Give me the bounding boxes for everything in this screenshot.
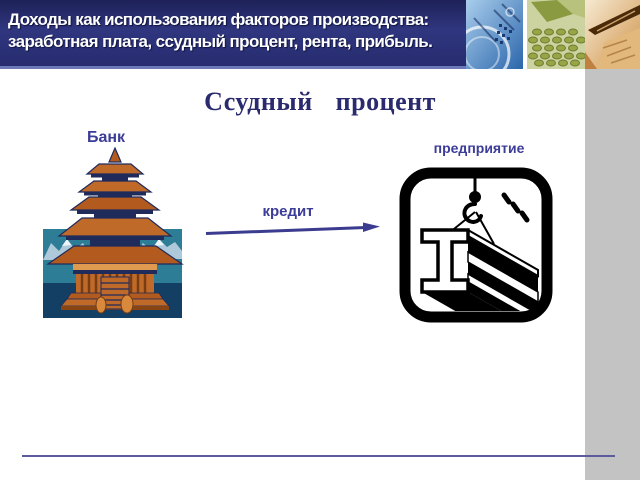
header-title-line2: заработная плата, ссудный процент, рента… (8, 32, 433, 51)
circuit-photo-tile (466, 0, 523, 69)
header-accent-line (0, 66, 640, 69)
footer-divider-line (22, 455, 615, 457)
header-title-line1: Доходы как использования факторов произв… (8, 10, 429, 29)
slide-title: Ссудный процент (204, 87, 436, 116)
enterprise-label: предприятие (433, 140, 525, 156)
side-strip (585, 69, 640, 480)
header-title: Доходы как использования факторов произв… (8, 9, 528, 53)
credit-label: кредит (262, 203, 314, 220)
bank-label: Банк (86, 129, 126, 146)
bank-pagoda-image (35, 146, 195, 323)
tile-divider (523, 0, 527, 69)
enterprise-crane-icon (398, 166, 554, 329)
coins-photo-tile (527, 0, 585, 69)
credit-arrow-icon (203, 220, 383, 243)
hand-photo-tile (585, 0, 640, 69)
